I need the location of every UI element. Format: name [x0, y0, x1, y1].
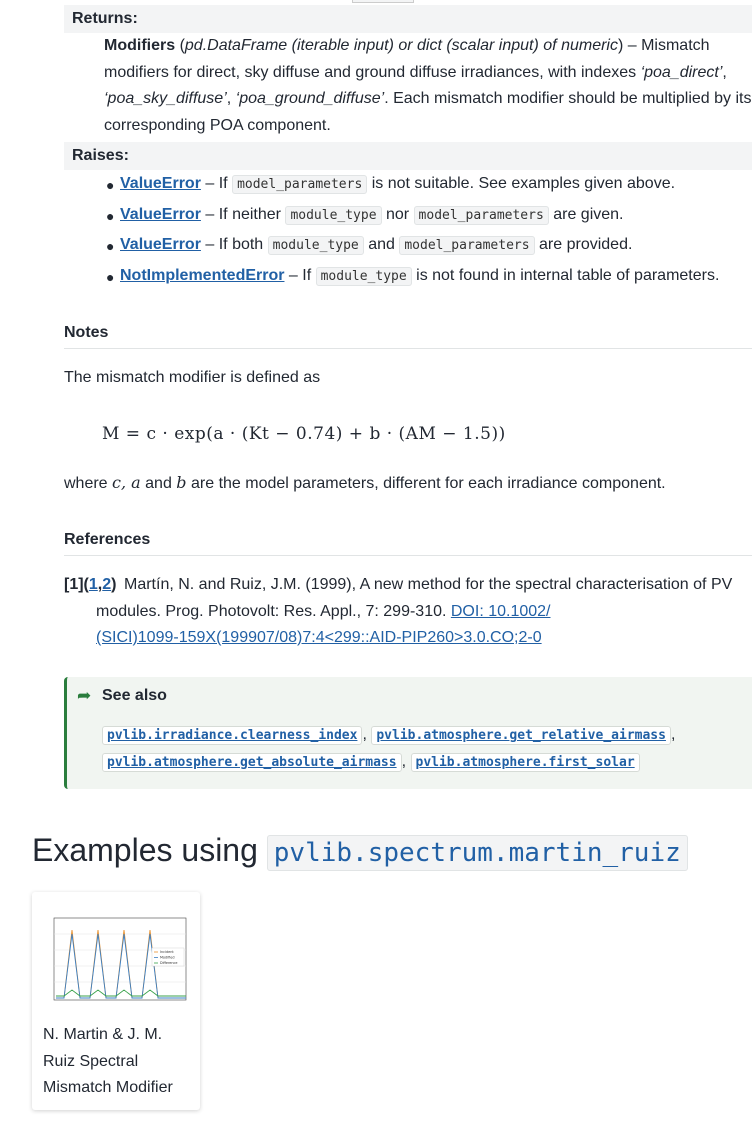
doi-link-continued[interactable]: (SICI)1099-159X(199907/08)7:4<299::AID-P…: [96, 629, 542, 646]
raises-text: nor: [381, 206, 414, 223]
raises-item: NotImplementedError – If module_type is …: [120, 266, 719, 287]
bullet-icon: ●: [106, 177, 115, 193]
link-get-relative-airmass[interactable]: pvlib.atmosphere.get_relative_airmass: [371, 726, 671, 745]
see-also-sep: ,: [401, 753, 407, 770]
see-also-sep: ,: [362, 726, 367, 743]
share-arrow-icon: ➦: [77, 686, 92, 705]
references-heading: References: [64, 531, 752, 556]
link-first-solar[interactable]: pvlib.atmosphere.first_solar: [410, 753, 640, 772]
thumb-modified-series: [56, 933, 186, 999]
returns-heading: Returns:: [64, 5, 752, 33]
bullet-icon: ●: [106, 208, 115, 224]
code-model-parameters: model_parameters: [413, 206, 549, 225]
reference-line3: (SICI)1099-159X(199907/08)7:4<299::AID-P…: [96, 625, 542, 652]
see-also-heading: See also: [102, 687, 167, 704]
example-card[interactable]: Incident Modified Difference N. Martin &…: [32, 892, 200, 1110]
raises-text: and: [363, 236, 400, 253]
citation-open: [1](: [64, 576, 89, 593]
valueerror-link[interactable]: ValueError: [120, 236, 201, 253]
reference-line1: Martín, N. and Ruiz, J.M. (1999), A new …: [124, 576, 733, 593]
returns-line4: corresponding POA component.: [104, 116, 331, 134]
where-text: where: [64, 475, 113, 492]
reference-line2: modules. Prog. Photovolt: Res. Appl., 7:…: [96, 599, 551, 626]
see-also-row1: pvlib.irradiance.clearness_index, pvlib.…: [102, 726, 676, 745]
citation-close: ): [111, 576, 117, 593]
code-model-parameters: model_parameters: [399, 236, 535, 255]
returns-comma2: ,: [226, 90, 236, 107]
code-module-type: module_type: [315, 267, 412, 286]
cropped-top-element: [352, 0, 414, 3]
notes-intro: The mismatch modifier is defined as: [64, 369, 321, 386]
mismatch-equation: M = c · exp(a · (Kt − 0.74) + b · (AM − …: [102, 424, 506, 444]
thumb-legend-modified: Modified: [160, 956, 174, 960]
thumb-difference-series: [56, 989, 186, 997]
raises-item: ValueError – If model_parameters is not …: [120, 174, 675, 195]
see-also-sep: ,: [670, 726, 676, 743]
thumb-legend-difference: Difference: [160, 961, 177, 965]
thumb-legend-incident: Incident: [160, 950, 174, 954]
doi-link[interactable]: DOI: 10.1002/: [450, 603, 551, 620]
returns-comma: ,: [722, 63, 727, 81]
example-card-title[interactable]: N. Martin & J. M. Ruiz Spectral Mismatch…: [43, 1026, 173, 1096]
raises-heading: Raises:: [64, 142, 752, 170]
returns-name: Modifiers: [104, 37, 176, 54]
example-thumbnail[interactable]: Incident Modified Difference: [42, 910, 190, 1010]
raises-text: is not found in internal table of parame…: [411, 267, 720, 284]
raises-text: are given.: [548, 206, 624, 223]
backref-1-link[interactable]: 1: [88, 576, 98, 593]
raises-text: is not suitable. See examples given abov…: [367, 175, 676, 192]
code-module-type: module_type: [285, 206, 382, 225]
link-clearness-index[interactable]: pvlib.irradiance.clearness_index: [102, 726, 363, 745]
raises-item: ValueError – If neither module_type nor …: [120, 205, 624, 226]
math-vars: c, a: [112, 473, 141, 492]
link-get-absolute-airmass[interactable]: pvlib.atmosphere.get_absolute_airmass: [102, 753, 402, 772]
see-also-row2: pvlib.atmosphere.get_absolute_airmass, p…: [102, 753, 640, 772]
notes-where: where c, a and b are the model parameter…: [64, 470, 666, 498]
bullet-icon: ●: [106, 269, 115, 285]
raises-text: – If: [200, 175, 233, 192]
returns-description: Modifiers (pd.DataFrame (iterable input)…: [104, 33, 752, 139]
backref-2-link[interactable]: 2: [102, 576, 112, 593]
backref-sep: ,: [97, 576, 103, 593]
citation-label: [1](1,2): [64, 572, 116, 599]
examples-heading: Examples using pvlib.spectrum.martin_rui…: [32, 832, 688, 871]
returns-open-paren: (: [175, 37, 185, 54]
code-module-type: module_type: [267, 236, 364, 255]
key-poa-sky-diffuse: ‘poa_sky_diffuse’: [104, 90, 227, 107]
thumb-legend: [151, 947, 185, 967]
returns-line2: modifiers for direct, sky diffuse and gr…: [104, 63, 641, 81]
bullet-icon: ●: [106, 238, 115, 254]
where-and: and: [140, 475, 177, 492]
key-poa-direct: ‘poa_direct’: [640, 63, 723, 81]
returns-close-paren: ) – Mismatch: [617, 37, 710, 54]
code-model-parameters: model_parameters: [232, 175, 368, 194]
returns-line3: . Each mismatch modifier should be multi…: [384, 90, 752, 107]
key-poa-ground-diffuse: ‘poa_ground_diffuse’: [235, 90, 385, 107]
raises-text: – If both: [200, 236, 268, 253]
raises-text: are provided.: [534, 236, 633, 253]
raises-item: ValueError – If both module_type and mod…: [120, 235, 632, 256]
examples-heading-code: pvlib.spectrum.martin_ruiz: [266, 834, 688, 871]
see-also-box: ➦ See also pvlib.irradiance.clearness_in…: [64, 677, 752, 789]
returns-type: pd.DataFrame (iterable input) or dict (s…: [184, 37, 618, 54]
raises-text: – If: [284, 267, 316, 284]
notimplementederror-link[interactable]: NotImplementedError: [120, 267, 285, 284]
valueerror-link[interactable]: ValueError: [120, 206, 201, 223]
examples-heading-text: Examples using: [32, 832, 267, 868]
math-var-b: b: [176, 473, 187, 492]
raises-text: – If neither: [200, 206, 286, 223]
valueerror-link[interactable]: ValueError: [120, 175, 201, 192]
where-rest: are the model parameters, different for …: [186, 475, 666, 492]
notes-heading: Notes: [64, 324, 752, 349]
reference-text: modules. Prog. Photovolt: Res. Appl., 7:…: [96, 603, 451, 620]
